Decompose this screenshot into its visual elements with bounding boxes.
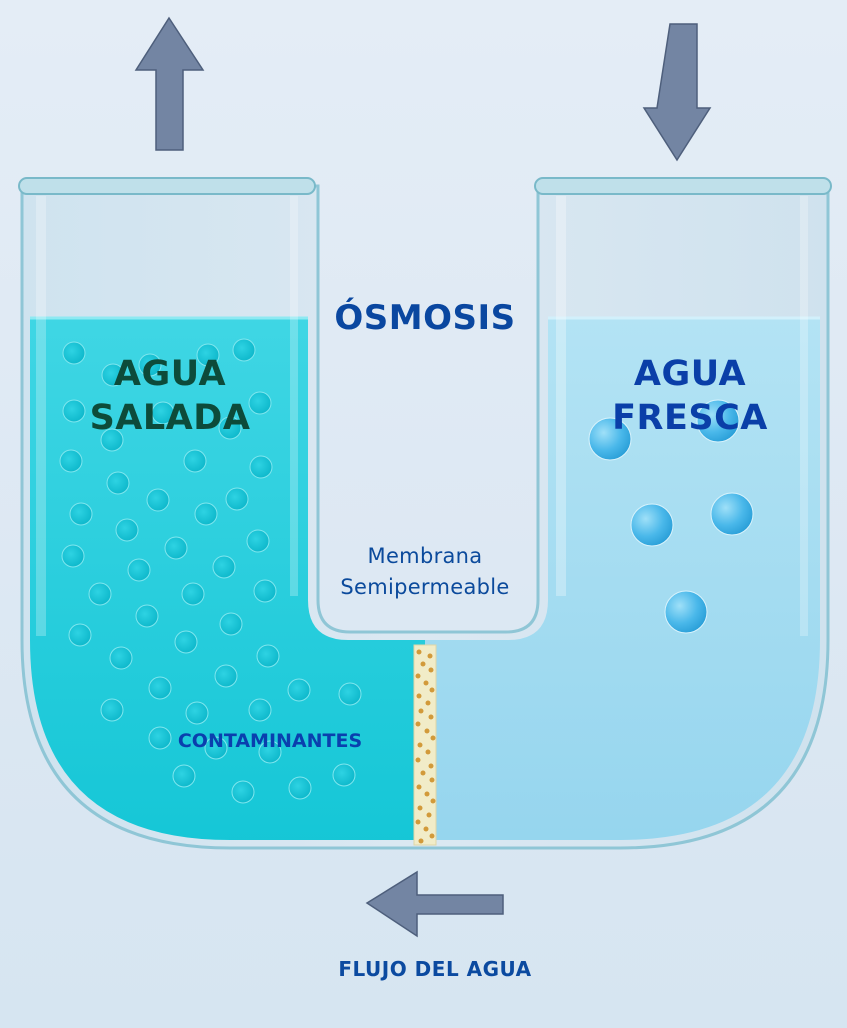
semipermeable-membrane (413, 644, 437, 846)
water-flow-label: FLUJO DEL AGUA (338, 957, 532, 981)
fresh-water-label: AGUA FRESCA (580, 352, 800, 440)
membrane-label: Membrana Semipermeable (300, 541, 550, 603)
left-rim (18, 177, 316, 195)
right-rim (534, 177, 832, 195)
diagram-title: ÓSMOSIS (334, 298, 516, 338)
salt-water-label-line1: AGUA (113, 354, 227, 394)
membrane-label-line2: Semipermeable (340, 575, 510, 599)
fresh-water-label-line2: FRESCA (612, 398, 768, 438)
up-arrow-icon (134, 16, 205, 151)
down-arrow-icon (642, 23, 712, 162)
salt-water-label: AGUA SALADA (60, 352, 280, 440)
fresh-water-label-line1: AGUA (633, 354, 747, 394)
salt-water-label-line2: SALADA (89, 398, 251, 438)
left-arrow-icon (365, 870, 504, 938)
fresh-water-bubbles (588, 399, 754, 634)
contaminants-label: CONTAMINANTES (177, 730, 363, 752)
salt-particles (59, 338, 362, 804)
membrane-label-line1: Membrana (367, 544, 483, 568)
